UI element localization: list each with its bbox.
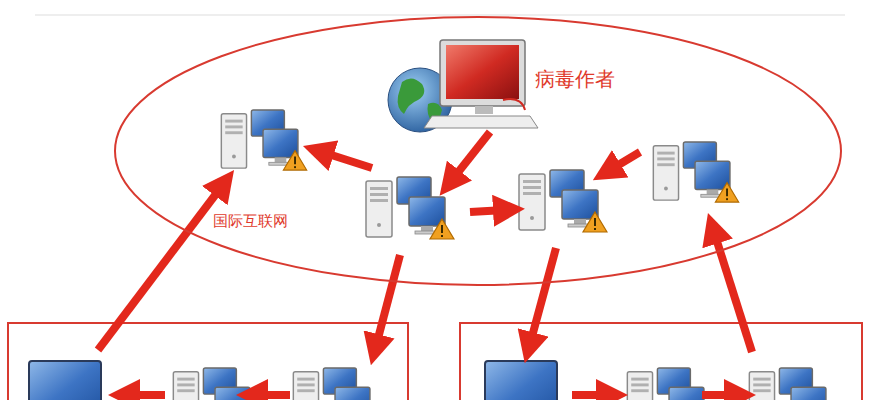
internet-region: 国际互联网 病毒作者	[113, 15, 843, 287]
region-outline	[113, 15, 843, 287]
virus-author-node: 病毒作者	[390, 40, 650, 140]
region-label: 国际互联网	[211, 211, 290, 231]
author-label: 病毒作者	[533, 66, 617, 92]
